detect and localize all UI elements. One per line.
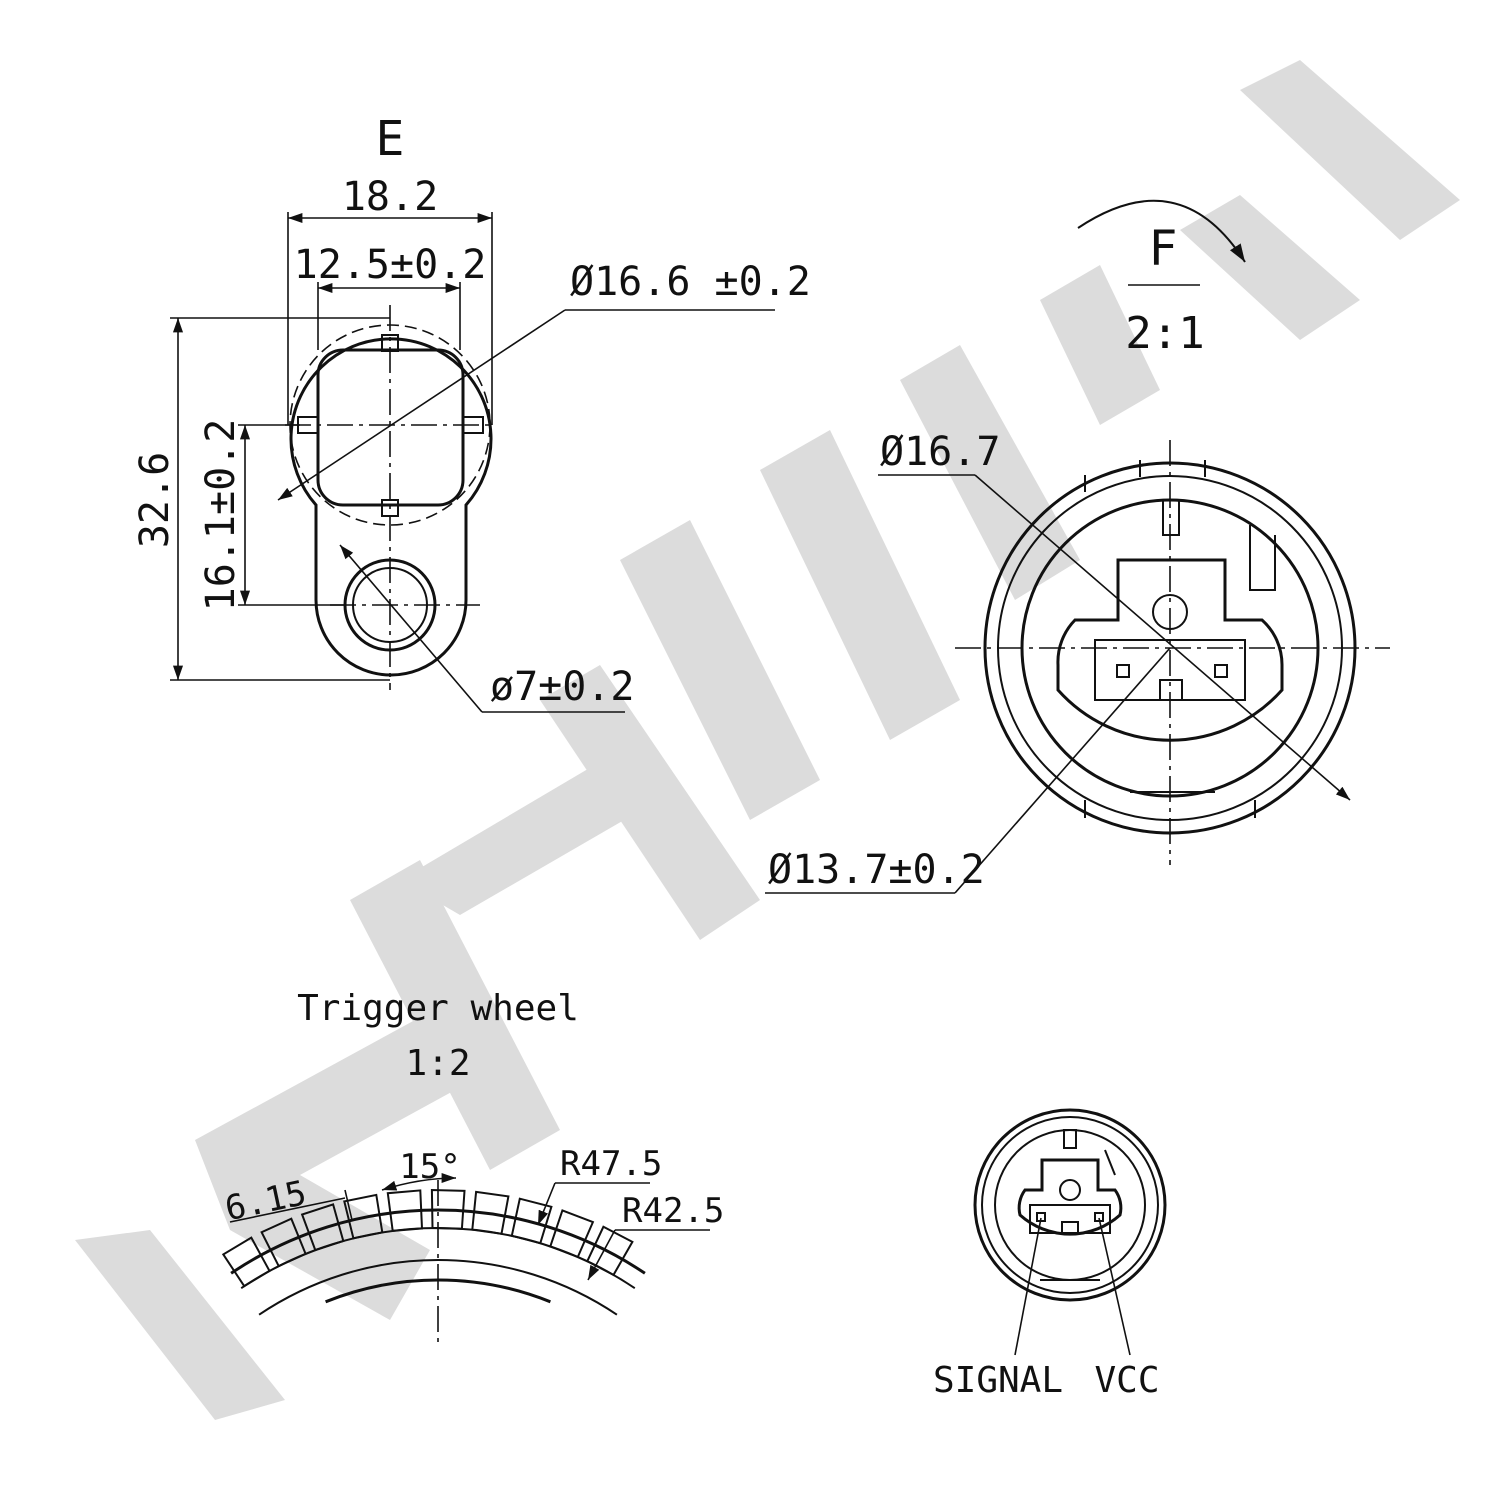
wheel-tooth bbox=[471, 1190, 510, 1235]
trigger-wheel-scale: 1:2 bbox=[405, 1043, 470, 1084]
wheel-tooth bbox=[260, 1217, 307, 1268]
wheel-tooth bbox=[549, 1209, 595, 1259]
wheel-tooth bbox=[430, 1188, 466, 1230]
dim-outer-radius: R47.5 bbox=[560, 1144, 662, 1184]
pin-label-signal: SIGNAL bbox=[933, 1360, 1063, 1401]
dim-inner-width: 12.5±0.2 bbox=[294, 242, 487, 288]
view-rotation-arrow bbox=[1077, 199, 1246, 263]
dim-pitch-angle: 15° bbox=[399, 1147, 460, 1187]
dim-hole-diameter: ø7±0.2 bbox=[490, 664, 635, 710]
dim-inner-diameter: Ø13.7±0.2 bbox=[768, 847, 985, 893]
trigger-wheel-view: Trigger wheel 1:2 15° 6.15 R47.5 R42.5 bbox=[221, 988, 724, 1345]
dim-overall-height: 32.6 bbox=[132, 452, 178, 548]
wheel-tooth bbox=[343, 1193, 384, 1240]
watermark bbox=[75, 60, 1460, 1420]
wheel-tooth bbox=[300, 1203, 345, 1252]
pin-label-vcc: VCC bbox=[1094, 1360, 1159, 1401]
view-e: E 18.2 12.5±0.2 Ø16.6 ±0.2 bbox=[132, 111, 811, 713]
view-e-title: E bbox=[376, 111, 405, 167]
dim-inner-radius: R42.5 bbox=[622, 1191, 724, 1231]
wheel-tooth bbox=[221, 1236, 271, 1288]
wheel-arc bbox=[258, 1259, 618, 1316]
wheel-arc bbox=[230, 1208, 646, 1275]
wheel-tooth bbox=[510, 1197, 553, 1245]
view-f-scale: 2:1 bbox=[1125, 308, 1204, 359]
dim-diameter: Ø16.6 ±0.2 bbox=[570, 259, 811, 305]
view-f-title: F bbox=[1149, 221, 1178, 277]
dim-overall-width: 18.2 bbox=[342, 174, 438, 220]
view-f: F 2:1 Ø16.7 Ø13.7±0.2 bbox=[765, 199, 1390, 894]
wheel-tooth bbox=[585, 1225, 634, 1277]
trigger-wheel-title: Trigger wheel bbox=[297, 988, 579, 1029]
dim-hole-offset: 16.1±0.2 bbox=[198, 419, 244, 612]
sensor-flange-outline bbox=[289, 337, 493, 677]
dim-outer-diameter: Ø16.7 bbox=[880, 429, 1000, 475]
connector-housing bbox=[1056, 558, 1284, 742]
pinout-view: SIGNAL VCC bbox=[933, 1108, 1167, 1401]
